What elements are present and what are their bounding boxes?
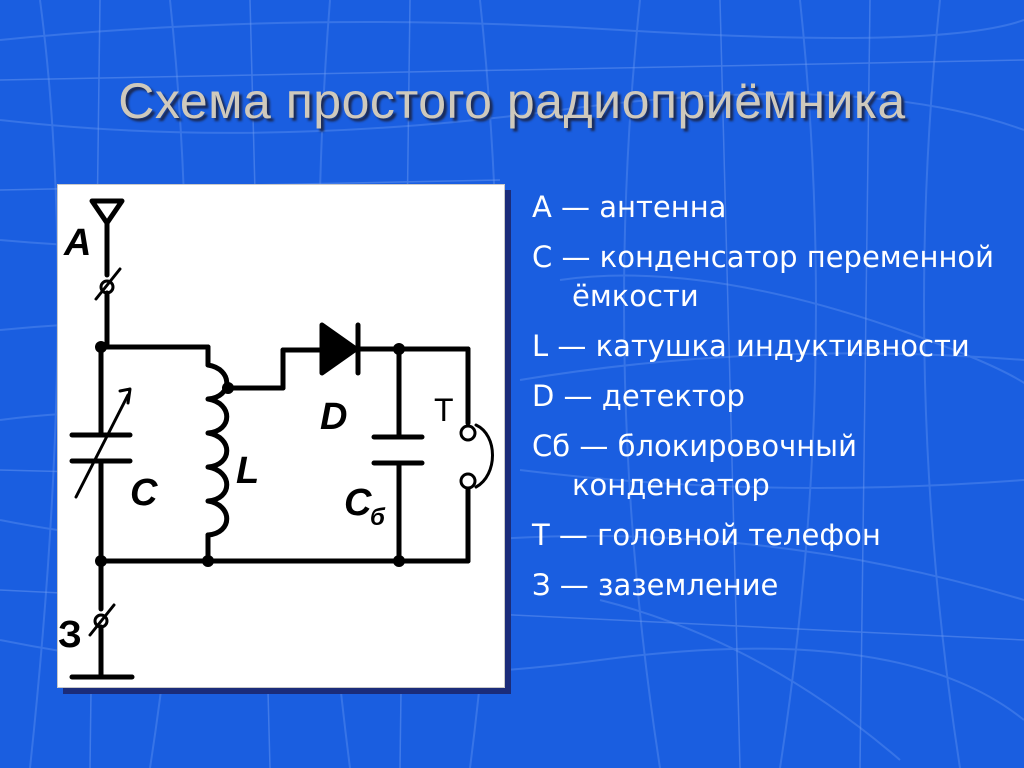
- label-phone: Т: [434, 392, 454, 428]
- label-blocking-cap-sub: б: [370, 504, 386, 531]
- antenna-terminal-mark: [94, 267, 122, 301]
- label-coil-l: L: [236, 450, 259, 492]
- legend-item: Сб — блокировочный конденсатор: [532, 429, 857, 502]
- legend-list: А — антенна С — конденсатор переменной ё…: [532, 188, 1012, 616]
- diode-d: [319, 322, 359, 376]
- coil-l: [205, 362, 230, 538]
- junctions: [95, 341, 405, 567]
- phone-terminal-top: [459, 424, 477, 442]
- legend-item: А — антенна: [532, 190, 727, 224]
- legend-item: З — заземление: [532, 568, 779, 602]
- circuit-diagram: А С L D С б Т З: [58, 198, 494, 680]
- circuit-diagram-panel: А С L D С б Т З: [57, 184, 505, 688]
- label-ground: З: [58, 614, 82, 656]
- slide-title: Схема простого радиоприёмника: [118, 73, 906, 129]
- label-blocking-cap: С: [344, 482, 372, 524]
- capacitor-c-arrow: [74, 393, 130, 499]
- legend-item: Т — головной телефон: [532, 518, 881, 552]
- label-diode-d: D: [320, 396, 347, 438]
- legend-item: С — конденсатор переменной ёмкости: [532, 240, 995, 313]
- phone-earpiece: [474, 423, 494, 489]
- phone-terminal-bottom: [459, 472, 477, 490]
- legend-item: D — детектор: [532, 379, 745, 413]
- label-antenna: А: [63, 222, 91, 264]
- antenna-symbol: [89, 198, 125, 226]
- legend-item: L — катушка индуктивности: [532, 329, 970, 363]
- label-capacitor-c: С: [130, 472, 158, 514]
